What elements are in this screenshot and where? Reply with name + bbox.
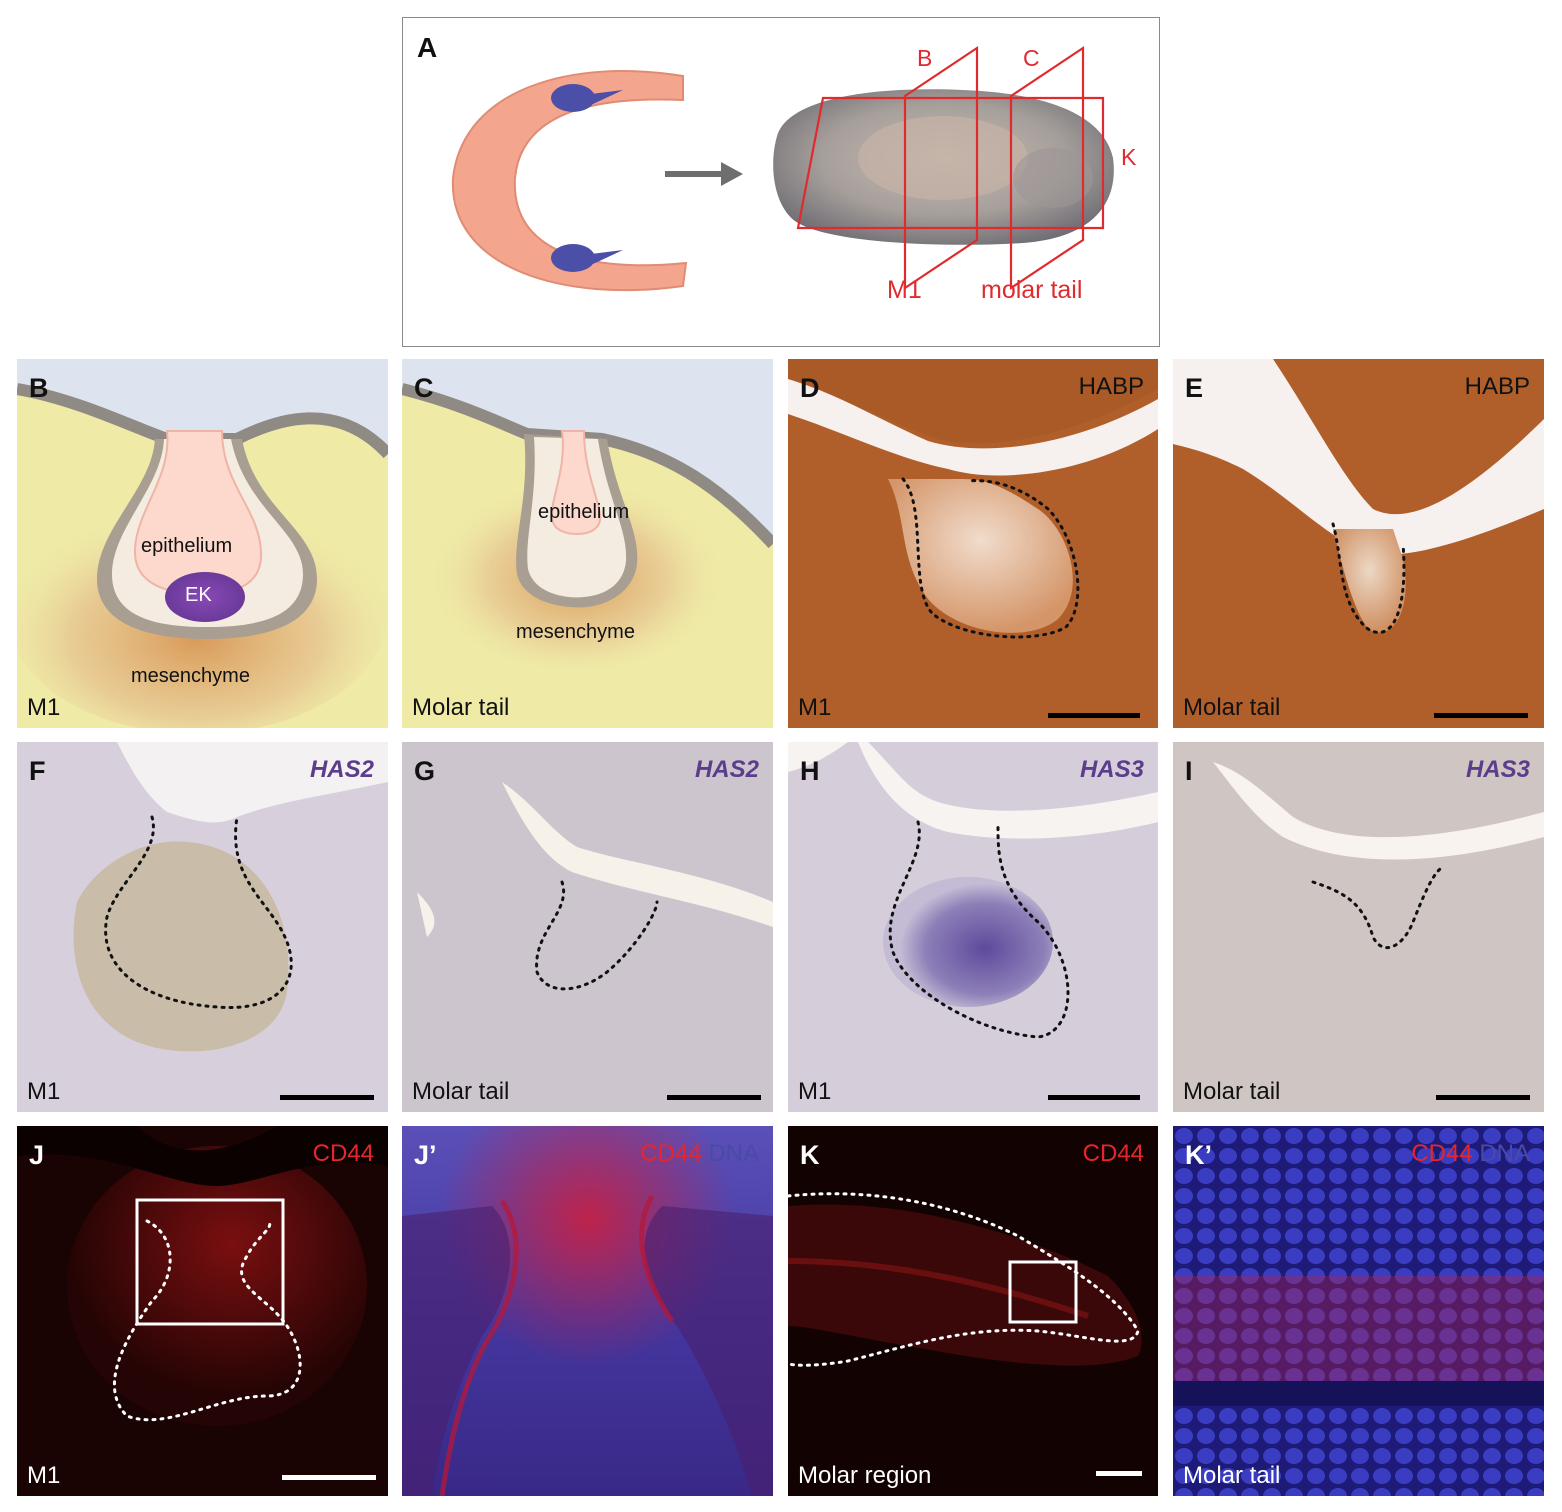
panel-f-graphic <box>17 742 388 1112</box>
plane-k-label: K <box>1121 144 1137 170</box>
region-label: M1 <box>798 1078 832 1105</box>
plane-k <box>796 96 1105 230</box>
region-label: Molar tail <box>412 1078 510 1105</box>
scale-bar <box>1096 1471 1142 1476</box>
marker-label: HAS2 <box>694 756 759 783</box>
region-label: M1 <box>27 694 61 721</box>
scale-bar <box>282 1475 376 1480</box>
plane-b-label: B <box>917 45 933 71</box>
panel-b-graphic <box>17 383 388 728</box>
panel-g: G HAS2 Molar tail <box>402 742 773 1112</box>
panel-c: C epithelium mesenchyme Molar tail <box>402 359 773 728</box>
marker-label: CD44 DNA <box>640 1140 759 1168</box>
scale-bar <box>1048 713 1140 718</box>
dna-label: DNA <box>1479 1140 1530 1167</box>
mesenchyme-label: mesenchyme <box>131 665 250 687</box>
panel-d: D HABP M1 <box>788 359 1158 728</box>
panel-i: I HAS3 Molar tail <box>1173 742 1544 1112</box>
panel-k-graphic <box>788 1126 1158 1496</box>
epithelium-label: epithelium <box>141 535 233 557</box>
panel-j-prime: J’ CD44 DNA <box>402 1126 773 1496</box>
panel-c-graphic <box>402 383 773 728</box>
tooth-germ-upper <box>551 84 595 112</box>
panel-j-graphic <box>17 1126 388 1496</box>
panel-letter: H <box>800 756 820 786</box>
mesenchyme-label: mesenchyme <box>516 621 635 643</box>
panel-h: H HAS3 M1 <box>788 742 1158 1112</box>
region-label: M1 <box>27 1078 61 1105</box>
region-label: Molar tail <box>1183 1078 1281 1105</box>
panel-letter: A <box>417 32 438 63</box>
panel-letter: J <box>29 1140 45 1170</box>
region-label: Molar region <box>798 1462 932 1489</box>
panel-i-graphic <box>1173 742 1544 1112</box>
marker-label: HAS2 <box>309 756 374 783</box>
plane-c-label: C <box>1023 45 1040 71</box>
inset-box <box>135 1198 285 1326</box>
region-label: Molar tail <box>1183 1462 1281 1489</box>
panel-letter: F <box>29 756 46 786</box>
region-label: M1 <box>798 694 832 721</box>
marker-label: CD44 <box>312 1140 374 1167</box>
panel-letter: K’ <box>1185 1140 1212 1170</box>
panel-j: J CD44 M1 <box>17 1126 388 1496</box>
panel-k-prime: K’ CD44 DNA Molar tail <box>1173 1126 1544 1496</box>
panel-b: B epithelium EK mesenchyme M1 <box>17 359 388 728</box>
marker-label: CD44 <box>1082 1140 1144 1167</box>
panel-e-graphic <box>1173 359 1544 728</box>
plane-c <box>1009 45 1085 291</box>
panel-e: E HABP Molar tail <box>1173 359 1544 728</box>
panel-letter: G <box>414 756 436 786</box>
panel-k: K CD44 Molar region <box>788 1126 1158 1496</box>
panel-letter: K <box>800 1140 820 1170</box>
scale-bar <box>1434 713 1528 718</box>
marker-label: HABP <box>1464 373 1530 400</box>
panel-d-graphic <box>788 359 1158 728</box>
tooth-germ-lower <box>551 244 595 272</box>
epithelium-label: epithelium <box>538 501 630 523</box>
marker-label: HABP <box>1078 373 1144 400</box>
inset-box <box>1008 1260 1078 1324</box>
panel-h-graphic <box>788 742 1158 1112</box>
section-planes <box>796 45 1105 291</box>
panel-a-graphic <box>451 45 1114 292</box>
marker-label: CD44 DNA <box>1411 1140 1530 1168</box>
scale-bar <box>1436 1095 1530 1100</box>
mandible-shape <box>451 70 688 292</box>
m1-label: M1 <box>887 276 922 304</box>
panel-g-graphic <box>402 742 773 1112</box>
panel-letter: D <box>800 373 820 403</box>
marker-label: HAS3 <box>1465 756 1530 783</box>
scale-bar <box>1048 1095 1140 1100</box>
panel-a: A B C K M1 molar tail <box>402 17 1160 347</box>
cd44-label: CD44 <box>1411 1140 1473 1167</box>
region-label: Molar tail <box>412 694 510 721</box>
panel-letter: I <box>1185 756 1193 786</box>
dna-label: DNA <box>708 1140 759 1167</box>
scale-bar <box>667 1095 761 1100</box>
panel-letter: E <box>1185 373 1204 403</box>
panel-letter: J’ <box>414 1140 437 1170</box>
marker-label: HAS3 <box>1079 756 1144 783</box>
molar-tail-label: molar tail <box>981 276 1083 304</box>
scale-bar <box>280 1095 374 1100</box>
panel-j-prime-graphic <box>402 1126 773 1496</box>
ek-label: EK <box>185 584 212 606</box>
region-label: Molar tail <box>1183 694 1281 721</box>
panel-k-prime-graphic <box>1173 1126 1544 1496</box>
enamel-knot <box>165 572 245 622</box>
plane-b <box>903 45 979 291</box>
region-label: M1 <box>27 1462 61 1489</box>
cd44-label: CD44 <box>640 1140 702 1167</box>
panel-letter: C <box>414 373 434 403</box>
panel-f: F HAS2 M1 <box>17 742 388 1112</box>
panel-letter: B <box>29 373 49 403</box>
